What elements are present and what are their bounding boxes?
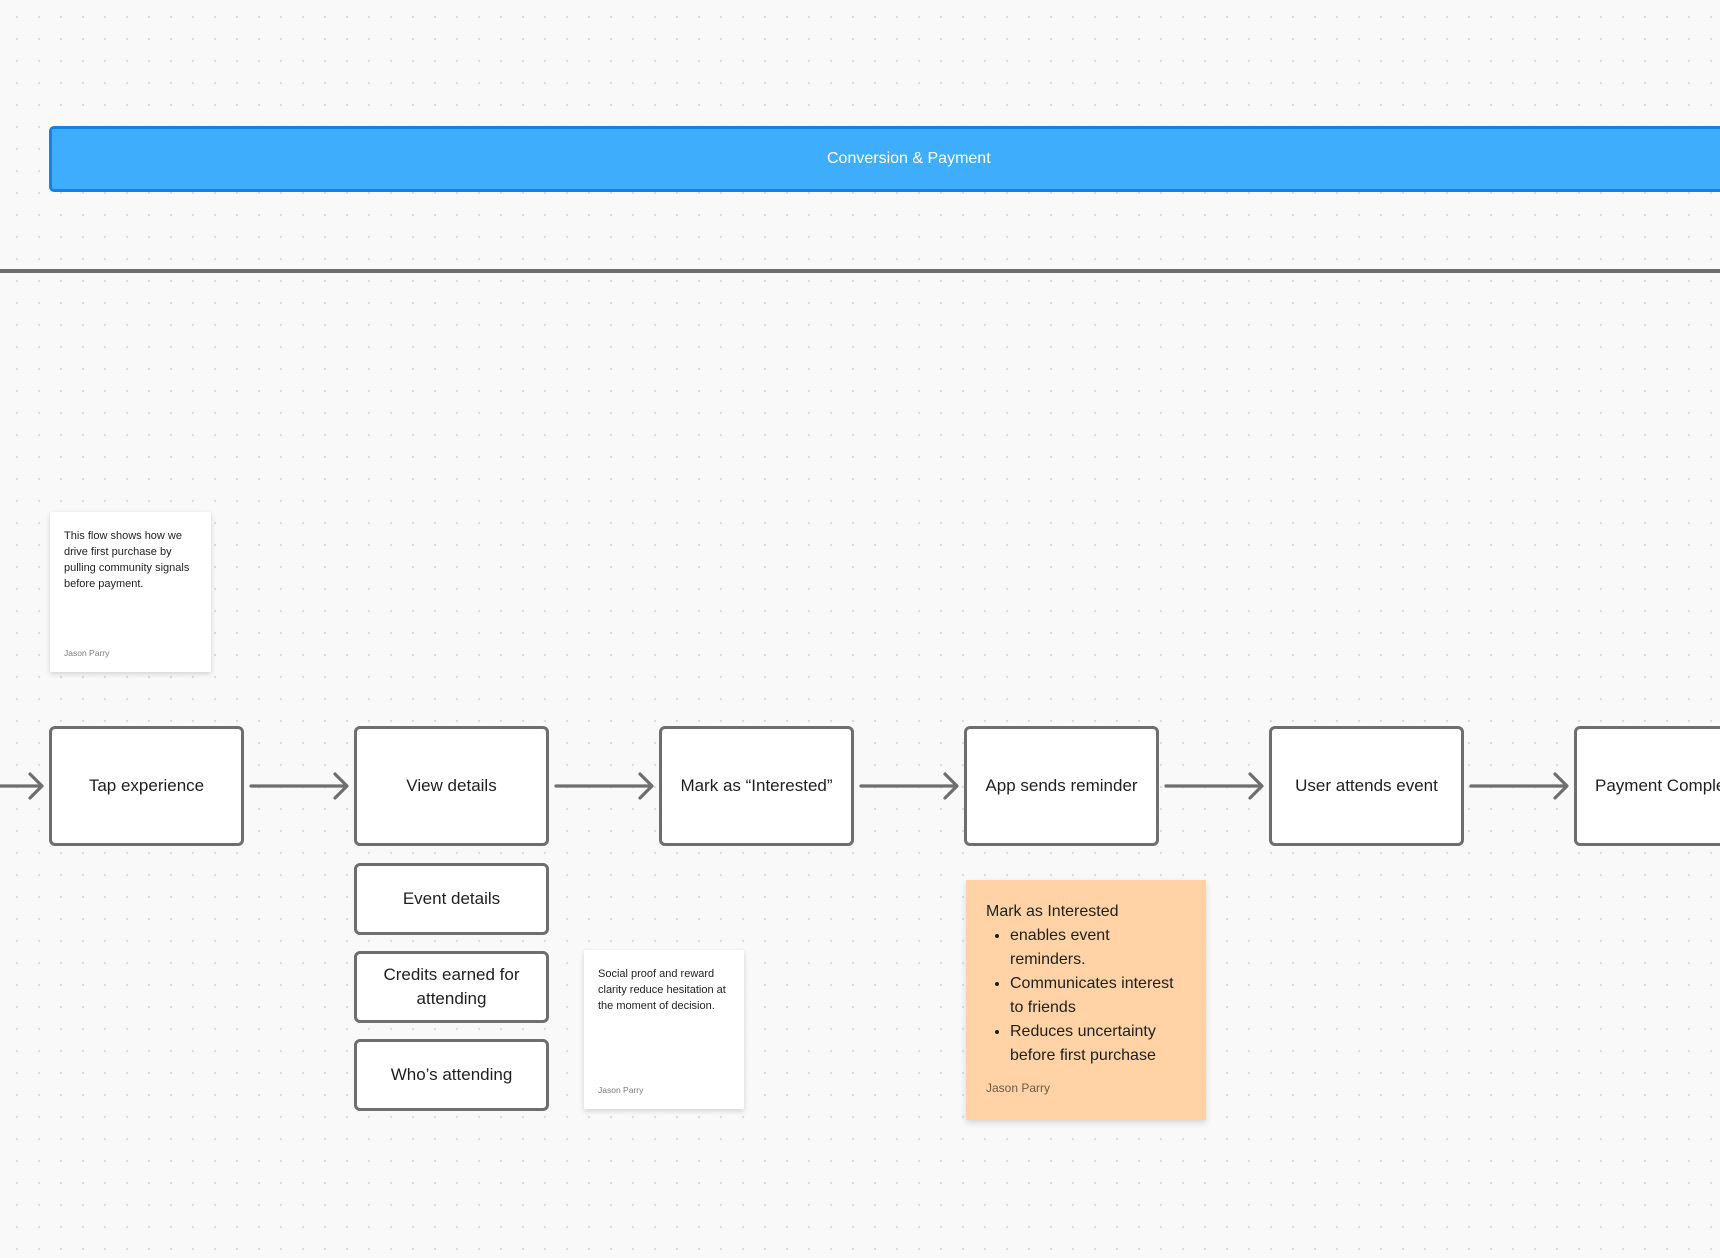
flow-step-label: App sends reminder: [985, 776, 1138, 795]
sticky-note-text: Social proof and reward clarity reduce h…: [598, 968, 726, 1012]
sticky-note-mark-interested[interactable]: Mark as Interested enables event reminde…: [966, 880, 1206, 1120]
flow-step-mark-interested[interactable]: Mark as “Interested”: [659, 726, 854, 846]
arrow-into-tap-experience[interactable]: [0, 772, 44, 800]
detail-whos-attending[interactable]: Who’s attending: [354, 1039, 549, 1111]
section-header-label: Conversion & Payment: [827, 150, 991, 167]
sticky-note-bullet-list: enables event reminders. Communicates in…: [986, 924, 1186, 1068]
flow-step-tap-experience[interactable]: Tap experience: [49, 726, 244, 846]
detail-event-details[interactable]: Event details: [354, 863, 549, 935]
flow-step-label: Payment Comple: [1595, 776, 1720, 795]
sticky-note-bullet: Communicates interest to friends: [1010, 972, 1186, 1020]
sticky-note-author: Jason Parry: [64, 648, 110, 658]
flow-step-label: Tap experience: [88, 776, 205, 795]
detail-label: Credits earned for attending: [383, 965, 520, 1008]
arrow-attends-to-payment[interactable]: [1469, 772, 1569, 800]
flow-step-label: Mark as “Interested”: [680, 776, 833, 795]
detail-label: Who’s attending: [390, 1065, 513, 1084]
arrow-view-details-to-mark-interested[interactable]: [554, 772, 654, 800]
flow-step-payment-complete[interactable]: Payment Comple: [1574, 726, 1720, 846]
sticky-note-bullet: enables event reminders.: [1010, 924, 1186, 972]
sticky-note-author: Jason Parry: [598, 1085, 644, 1095]
sticky-note-heading: Mark as Interested: [986, 903, 1119, 920]
arrow-mark-interested-to-reminder[interactable]: [859, 772, 959, 800]
sticky-note-author: Jason Parry: [986, 1081, 1051, 1095]
detail-credits-earned[interactable]: Credits earned for attending: [354, 951, 549, 1023]
sticky-note-bullet: Reduces uncertainty before first purchas…: [1010, 1020, 1186, 1068]
flow-step-label: User attends event: [1295, 776, 1438, 795]
section-header-conversion-payment[interactable]: Conversion & Payment: [49, 126, 1720, 192]
arrow-reminder-to-attends[interactable]: [1164, 772, 1264, 800]
flow-step-app-sends-reminder[interactable]: App sends reminder: [964, 726, 1159, 846]
swimlane-divider: [0, 269, 1720, 273]
sticky-note-flow-summary[interactable]: This flow shows how we drive first purch…: [50, 512, 211, 672]
detail-label: Event details: [402, 889, 501, 908]
flow-step-view-details[interactable]: View details: [354, 726, 549, 846]
arrow-tap-to-view-details[interactable]: [249, 772, 349, 800]
sticky-note-social-proof[interactable]: Social proof and reward clarity reduce h…: [584, 950, 744, 1109]
flow-step-user-attends-event[interactable]: User attends event: [1269, 726, 1464, 846]
sticky-note-text: This flow shows how we drive first purch…: [64, 530, 190, 590]
flow-step-label: View details: [406, 776, 497, 795]
